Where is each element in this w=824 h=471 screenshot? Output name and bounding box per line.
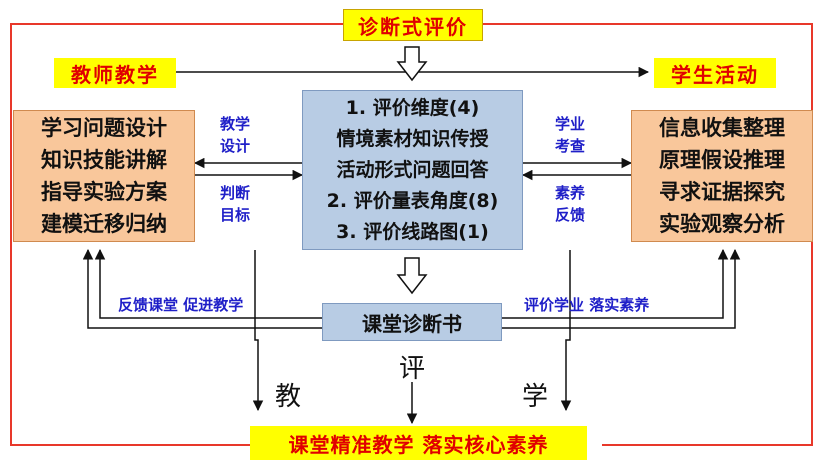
- right-item: 原理假设推理: [659, 148, 785, 172]
- char-jiao: 教: [275, 382, 302, 412]
- teacher-box: 教师教学: [54, 58, 176, 88]
- left-item: 学习问题设计: [41, 116, 167, 140]
- left-item: 指导实验方案: [41, 180, 167, 204]
- center-item: 2. 评价量表角度(8): [326, 189, 499, 212]
- hollow-arrow-middle: [396, 257, 428, 295]
- flow-left-down: [252, 250, 264, 412]
- right-item: 寻求证据探究: [659, 180, 785, 204]
- label-study-check: 学业 考查: [555, 115, 586, 155]
- label-judge-goal: 判断 目标: [220, 184, 251, 224]
- label-literacy-feedback: 素养 反馈: [555, 184, 586, 224]
- char-ping: 评: [399, 354, 426, 384]
- label-teach-design: 教学 设计: [220, 115, 251, 155]
- loop-left-outer: [82, 248, 322, 329]
- student-box: 学生活动: [654, 58, 776, 88]
- goal-text: 课堂精准教学 落实核心素养: [288, 432, 549, 457]
- diagnosis-book-text: 课堂诊断书: [362, 311, 462, 336]
- label-eval-study: 评价学业 落实素养: [524, 296, 650, 314]
- loop-left-inner: [94, 248, 322, 319]
- student-activities-box: 信息收集整理 原理假设推理 寻求证据探究 实验观察分析: [631, 110, 813, 242]
- char-xue: 学: [522, 382, 549, 412]
- teacher-text: 教师教学: [71, 62, 159, 87]
- title-box: 诊断式评价: [343, 9, 483, 41]
- loop-right-outer: [502, 248, 741, 329]
- diagnosis-book-box: 课堂诊断书: [322, 303, 502, 341]
- goal-box: 课堂精准教学 落实核心素养: [250, 426, 587, 460]
- flow-right-down: [560, 250, 572, 412]
- center-item: 1. 评价维度(4): [345, 96, 480, 119]
- teacher-activities-box: 学习问题设计 知识技能讲解 指导实验方案 建模迁移归纳: [13, 110, 195, 242]
- right-item: 实验观察分析: [659, 212, 785, 236]
- center-item: 活动形式问题回答: [336, 158, 489, 181]
- student-text: 学生活动: [671, 62, 759, 87]
- right-item: 信息收集整理: [659, 116, 785, 140]
- outer-frame: [10, 23, 343, 446]
- center-item: 情境素材知识传授: [336, 127, 489, 150]
- hollow-arrow-top: [396, 46, 428, 82]
- evaluation-box: 1. 评价维度(4) 情境素材知识传授 活动形式问题回答 2. 评价量表角度(8…: [302, 90, 523, 250]
- left-item: 知识技能讲解: [41, 148, 167, 172]
- left-item: 建模迁移归纳: [41, 212, 167, 236]
- loop-right-inner: [502, 248, 729, 319]
- title-text: 诊断式评价: [358, 14, 468, 39]
- center-item: 3. 评价线路图(1): [336, 220, 489, 243]
- label-feedback-class: 反馈课堂 促进教学: [118, 296, 244, 314]
